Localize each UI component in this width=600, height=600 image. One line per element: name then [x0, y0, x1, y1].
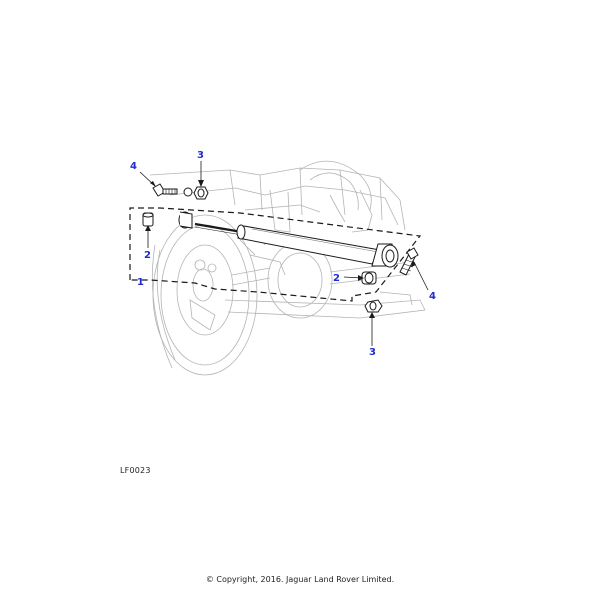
callout-arrowheads — [145, 180, 416, 318]
callout-4-top: 4 — [130, 161, 137, 172]
callout-leaders — [139, 161, 429, 346]
callout-2-right: 2 — [333, 273, 340, 284]
part-2-bush-left — [142, 212, 154, 227]
copyright-notice: © Copyright, 2016. Jaguar Land Rover Lim… — [205, 575, 395, 584]
shock-absorber — [178, 211, 399, 268]
callout-3-bottom: 3 — [369, 347, 376, 358]
part-4-bolt-top — [152, 183, 193, 197]
figure-id: LF0023 — [120, 466, 151, 475]
callout-3-top: 3 — [197, 150, 204, 161]
part-3-nut-top — [193, 186, 209, 200]
part-2-bush-right — [361, 271, 377, 285]
callout-2-left: 2 — [144, 250, 151, 261]
background-chassis-art — [149, 160, 426, 376]
callout-4-right: 4 — [429, 291, 436, 302]
part-4-bolt-right — [399, 247, 419, 276]
callout-1: 1 — [137, 277, 144, 288]
part-3-nut-bottom — [364, 299, 383, 313]
assembly-dashed-outline — [129, 207, 422, 302]
